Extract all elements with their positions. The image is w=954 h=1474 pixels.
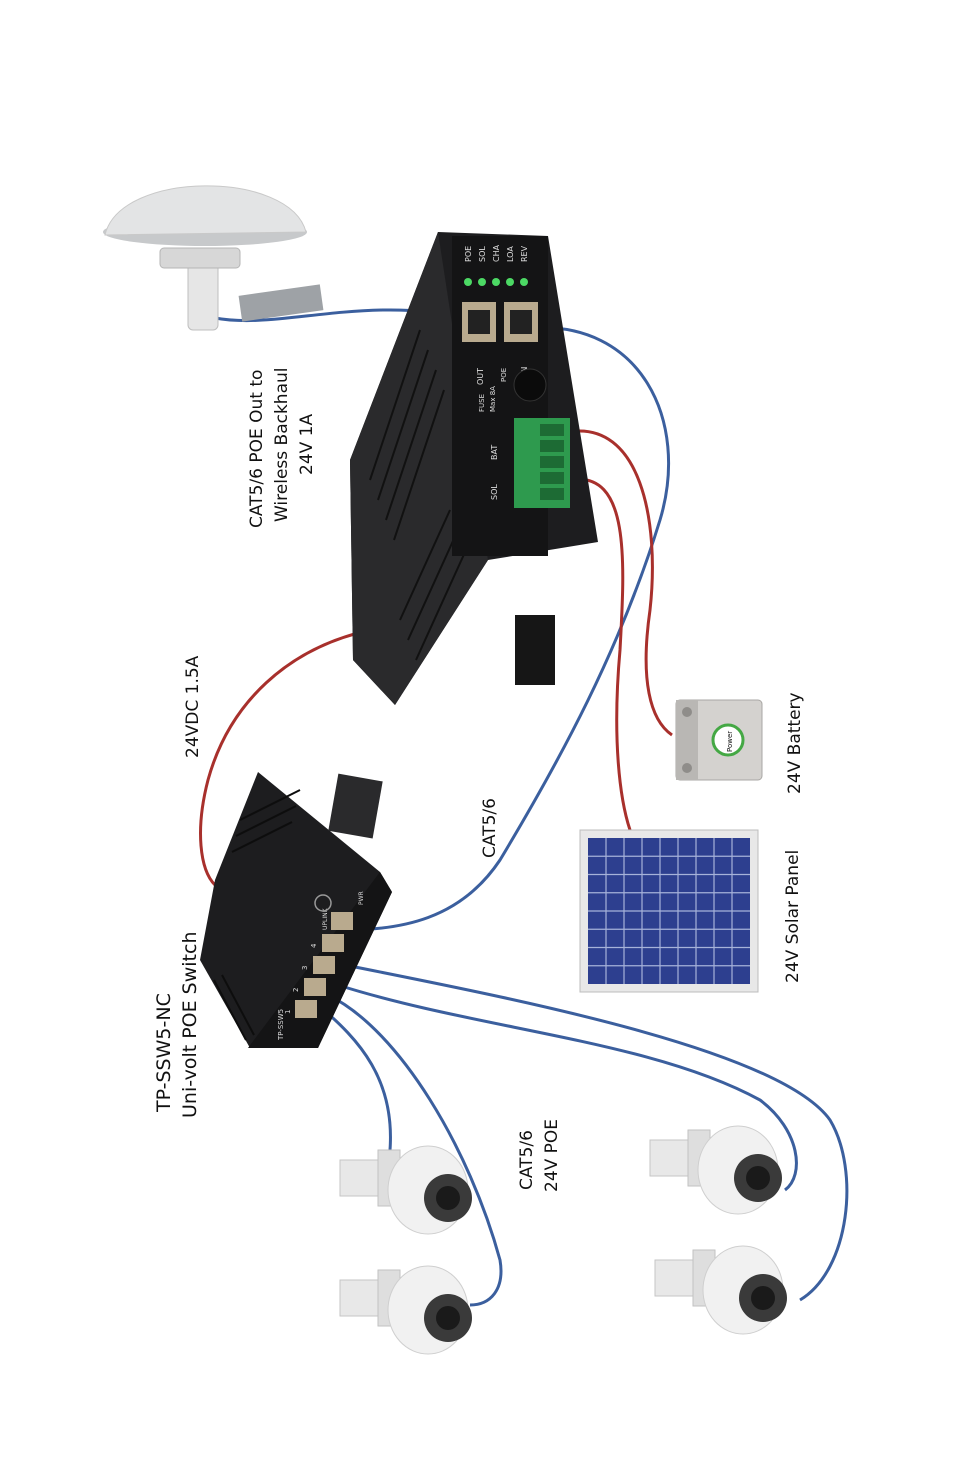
switch-port-label-2: 2 <box>292 988 300 992</box>
label-battery: 24V Battery <box>785 692 805 794</box>
controller-terminal-bat: BAT <box>490 445 499 460</box>
switch-port-2 <box>304 978 326 996</box>
cable-camera-1 <box>318 1005 390 1150</box>
switch-port-4 <box>322 934 344 952</box>
controller-terminal-sol: SOL <box>490 484 499 500</box>
solar-panel-24v <box>580 830 758 992</box>
switch-port-label-3: 3 <box>301 966 309 970</box>
label-poe-out-line2: Wireless Backhaul <box>272 368 292 523</box>
switch-port-1 <box>295 1000 317 1018</box>
label-camera-cable-line1: CAT5/6 <box>517 1130 537 1190</box>
label-switch-model: TP-SSW5-NC <box>153 993 175 1113</box>
controller-fuse-max: Max 8A <box>489 386 497 412</box>
switch-port-label-4: 4 <box>310 943 318 948</box>
switch-port-3 <box>313 956 335 974</box>
controller-led-label-rev: REV <box>520 245 529 262</box>
controller-port-label-out: OUT <box>476 368 485 385</box>
controller-fuse-label: FUSE <box>478 394 486 412</box>
ptz-camera-4 <box>655 1246 787 1334</box>
label-cat56-upper: CAT5/6 <box>480 798 500 858</box>
controller-led-label-sol: SOL <box>478 246 487 262</box>
solar-charge-controller: POE SOL CHA LOA REV OUT IN FUSE Max 8A P… <box>350 232 598 705</box>
switch-pwr-label: PWR <box>358 891 365 905</box>
label-poe-out-line1: CAT5/6 POE Out to <box>247 370 267 528</box>
cable-camera-4 <box>345 965 847 1300</box>
battery-24v: Power <box>676 700 762 780</box>
ptz-camera-1 <box>340 1146 472 1234</box>
label-camera-cable-line2: 24V POE <box>542 1119 562 1192</box>
label-switch-name: Uni-volt POE Switch <box>179 932 201 1118</box>
switch-port-uplink <box>331 912 353 930</box>
controller-fuse <box>514 369 546 401</box>
ptz-camera-3 <box>650 1126 782 1214</box>
label-poe-out-line3: 24V 1A <box>297 414 317 475</box>
poe-switch: TP-SSW5 1 2 3 4 UPLINK PWR <box>200 772 392 1048</box>
battery-brand: Power <box>726 731 734 752</box>
controller-fuse-poe: POE <box>500 368 508 382</box>
controller-led-label-loa: LOA <box>506 246 515 262</box>
controller-led-label-cha: CHA <box>492 244 501 262</box>
ptz-camera-2 <box>340 1266 472 1354</box>
controller-led-label-poe: POE <box>464 246 473 262</box>
label-24vdc: 24VDC 1.5A <box>183 655 203 758</box>
label-solar-panel: 24V Solar Panel <box>783 850 803 983</box>
wireless-backhaul-antenna <box>103 186 323 330</box>
switch-port-label-1: 1 <box>284 1010 292 1014</box>
